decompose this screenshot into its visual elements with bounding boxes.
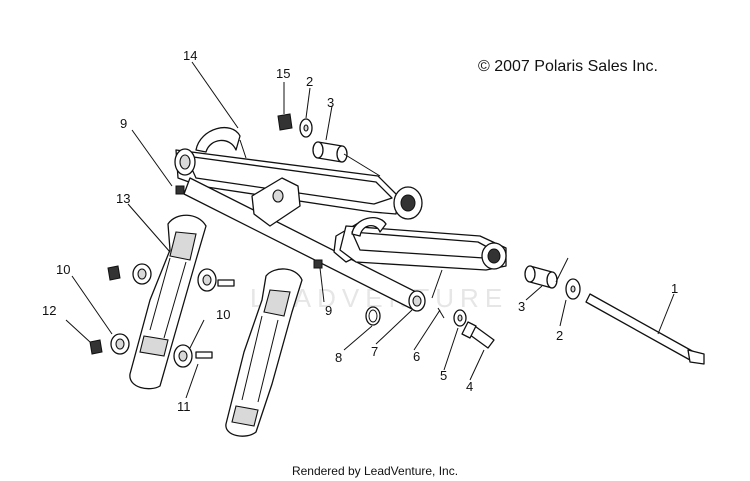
footer-credit: Rendered by LeadVenture, Inc.: [291, 464, 459, 478]
lower-swing-arm: [339, 217, 507, 271]
callout-8: 8: [335, 350, 342, 365]
callout-10-left: 10: [56, 262, 70, 277]
callout-13: 13: [116, 191, 130, 206]
callout-9-upper: 9: [120, 116, 127, 131]
callout-3-upper: 3: [327, 95, 334, 110]
callout-2-lower: 2: [556, 328, 563, 343]
callout-12: 12: [42, 303, 56, 318]
callout-1: 1: [671, 281, 678, 296]
callout-5: 5: [440, 368, 447, 383]
callout-7: 7: [371, 344, 378, 359]
right-hardware: [277, 113, 705, 365]
callout-10-right: 10: [216, 307, 230, 322]
callout-labels: 1 2 2 3 3 4 5 6 7 8 9 9 10 10 11 12 13 1…: [42, 48, 678, 414]
leader-lines: [65, 61, 675, 399]
rear-link: [225, 268, 303, 437]
grease-fitting-lower: [313, 259, 323, 269]
front-link: [129, 214, 207, 390]
callout-6: 6: [413, 349, 420, 364]
grease-fitting-upper: [175, 185, 185, 195]
callout-2-upper: 2: [306, 74, 313, 89]
callout-4: 4: [466, 379, 473, 394]
callout-11: 11: [177, 399, 191, 414]
copyright-notice: © 2007 Polaris Sales Inc.: [478, 58, 658, 75]
callout-3-lower: 3: [518, 299, 525, 314]
callout-9-lower: 9: [325, 303, 332, 318]
callout-15: 15: [276, 66, 290, 81]
callout-14: 14: [183, 48, 197, 63]
left-hardware: [89, 263, 235, 368]
